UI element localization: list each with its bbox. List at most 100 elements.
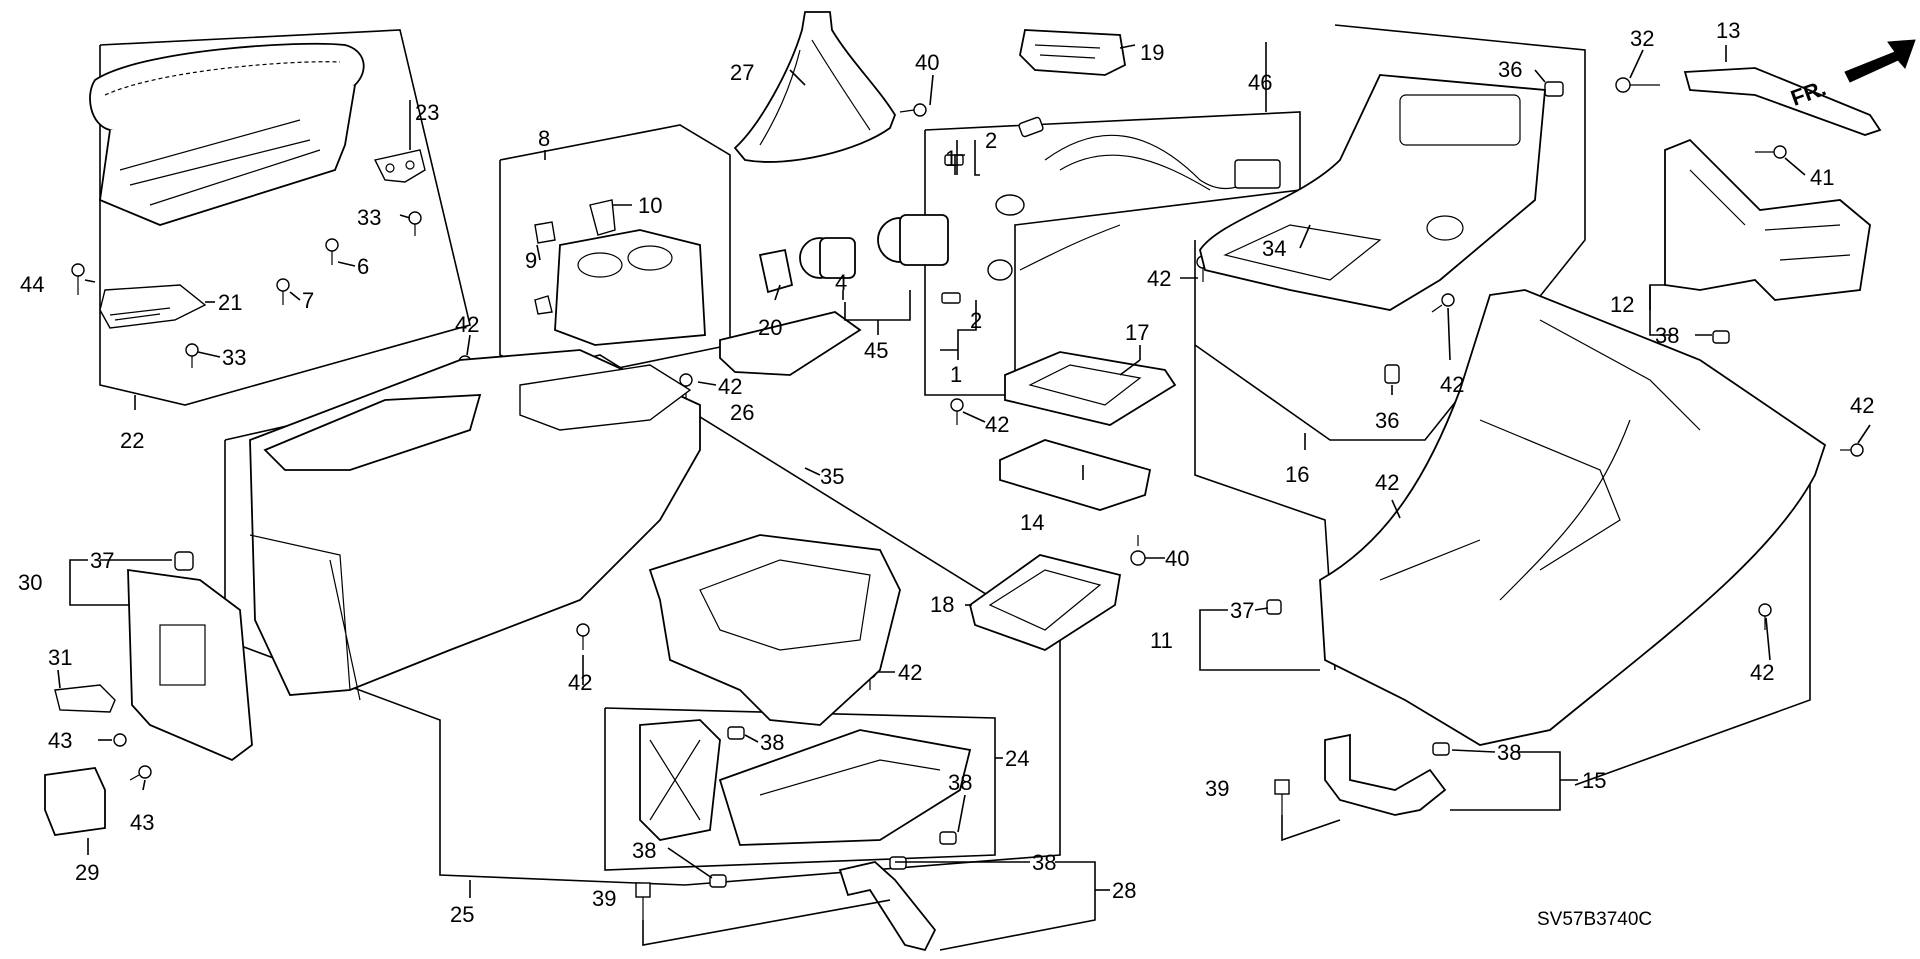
callout-42: 42 bbox=[718, 374, 742, 399]
socket-parts bbox=[758, 214, 949, 294]
callout-16: 16 bbox=[1285, 462, 1309, 487]
front-arrow-icon bbox=[1844, 39, 1916, 83]
callout-15: 15 bbox=[1582, 768, 1606, 793]
callout-37: 37 bbox=[1230, 598, 1254, 623]
callout-42: 42 bbox=[568, 670, 592, 695]
callout-18: 18 bbox=[930, 592, 954, 617]
callout-42: 42 bbox=[455, 312, 479, 337]
screw-7 bbox=[276, 278, 290, 305]
callout-19: 19 bbox=[1140, 40, 1164, 65]
callout-4: 4 bbox=[835, 270, 847, 295]
callout-1: 1 bbox=[950, 362, 962, 387]
trim-31-part bbox=[54, 684, 116, 713]
callout-45: 45 bbox=[864, 338, 888, 363]
callout-42: 42 bbox=[898, 660, 922, 685]
callout-38: 38 bbox=[1497, 740, 1521, 765]
screw-6 bbox=[325, 238, 339, 265]
callout-26: 26 bbox=[730, 400, 754, 425]
callout-36: 36 bbox=[1375, 408, 1399, 433]
callout-22: 22 bbox=[120, 428, 144, 453]
frame-armrest-group bbox=[99, 29, 471, 406]
bolt-39b bbox=[635, 882, 651, 920]
clip-38e bbox=[889, 856, 907, 870]
callout-42: 42 bbox=[1147, 266, 1171, 291]
cupholder-pin-9b bbox=[534, 295, 553, 315]
side-panel-30-part bbox=[127, 568, 253, 762]
screw-43a bbox=[113, 733, 127, 747]
cupholder-parts bbox=[534, 199, 706, 346]
callout-30: 30 bbox=[18, 570, 42, 595]
bracket-28-part bbox=[838, 861, 937, 952]
tray-14-part bbox=[999, 439, 1152, 511]
callout-27: 27 bbox=[730, 60, 754, 85]
cap-29-part bbox=[44, 767, 106, 836]
storage-bin-part bbox=[648, 534, 901, 726]
callout-38: 38 bbox=[760, 730, 784, 755]
frame-main-console-right bbox=[1574, 475, 1811, 786]
cupholder-pin-9 bbox=[534, 221, 556, 244]
clip-38a bbox=[1712, 330, 1730, 344]
callout-38: 38 bbox=[1655, 323, 1679, 348]
bolt-39a bbox=[1274, 779, 1290, 815]
callout-39: 39 bbox=[592, 886, 616, 911]
shift-boot-part bbox=[733, 11, 896, 163]
callout-38: 38 bbox=[632, 838, 656, 863]
callout-2: 2 bbox=[970, 308, 982, 333]
callout-14: 14 bbox=[1020, 510, 1044, 535]
lid-26-part bbox=[719, 311, 862, 376]
callout-41: 41 bbox=[1810, 165, 1834, 190]
clip-37b bbox=[174, 551, 194, 571]
callout-10: 10 bbox=[638, 193, 662, 218]
callout-42: 42 bbox=[985, 412, 1009, 437]
callout-1: 1 bbox=[945, 146, 957, 171]
console-panel-part bbox=[1199, 74, 1546, 311]
callout-42: 42 bbox=[1850, 393, 1874, 418]
screw-33b bbox=[185, 343, 199, 368]
callout-40: 40 bbox=[915, 50, 939, 75]
callout-42: 42 bbox=[1440, 372, 1464, 397]
clip-36b bbox=[1384, 364, 1400, 384]
callout-36: 36 bbox=[1498, 57, 1522, 82]
leader-lines bbox=[57, 42, 1871, 951]
callout-38: 38 bbox=[1032, 850, 1056, 875]
screw-42h bbox=[950, 398, 964, 425]
callout-8: 8 bbox=[538, 126, 550, 151]
frame-lower-bracket bbox=[604, 707, 996, 871]
callout-43: 43 bbox=[130, 810, 154, 835]
bracket-15-part bbox=[1324, 733, 1447, 816]
clip-37a bbox=[1266, 599, 1282, 615]
main-console-part bbox=[1319, 289, 1827, 746]
lower-bracket-part bbox=[639, 719, 972, 846]
callout-32: 32 bbox=[1630, 26, 1654, 51]
callout-46: 46 bbox=[1248, 70, 1272, 95]
callout-43: 43 bbox=[48, 728, 72, 753]
callout-6: 6 bbox=[357, 254, 369, 279]
rear-console-body-part bbox=[249, 349, 701, 701]
callout-34: 34 bbox=[1262, 236, 1286, 261]
callout-23: 23 bbox=[415, 100, 439, 125]
callout-2: 2 bbox=[985, 128, 997, 153]
screw-40a bbox=[899, 103, 927, 117]
screw-44 bbox=[71, 263, 85, 295]
bracket-12-13-part bbox=[1664, 67, 1882, 301]
callout-44: 44 bbox=[20, 272, 44, 297]
callout-25: 25 bbox=[450, 902, 474, 927]
screw-42c bbox=[1840, 443, 1864, 457]
mat-18-part bbox=[968, 554, 1122, 651]
callout-31: 31 bbox=[48, 645, 72, 670]
front-direction-indicator: FR. bbox=[1787, 39, 1916, 111]
callout-11: 11 bbox=[1150, 628, 1173, 653]
screw-33a bbox=[408, 211, 422, 236]
clip-36a bbox=[1544, 81, 1564, 97]
callout-7: 7 bbox=[302, 288, 314, 313]
callout-39: 39 bbox=[1205, 776, 1229, 801]
screw-32 bbox=[1615, 77, 1660, 93]
callout-24: 24 bbox=[1005, 746, 1029, 771]
screw-42i bbox=[576, 623, 590, 650]
clip-38c bbox=[727, 726, 745, 740]
socket-ring-20 bbox=[758, 248, 794, 294]
switch-19-part bbox=[1019, 29, 1126, 76]
callout-33: 33 bbox=[357, 205, 381, 230]
tray-17-part bbox=[1004, 351, 1177, 426]
